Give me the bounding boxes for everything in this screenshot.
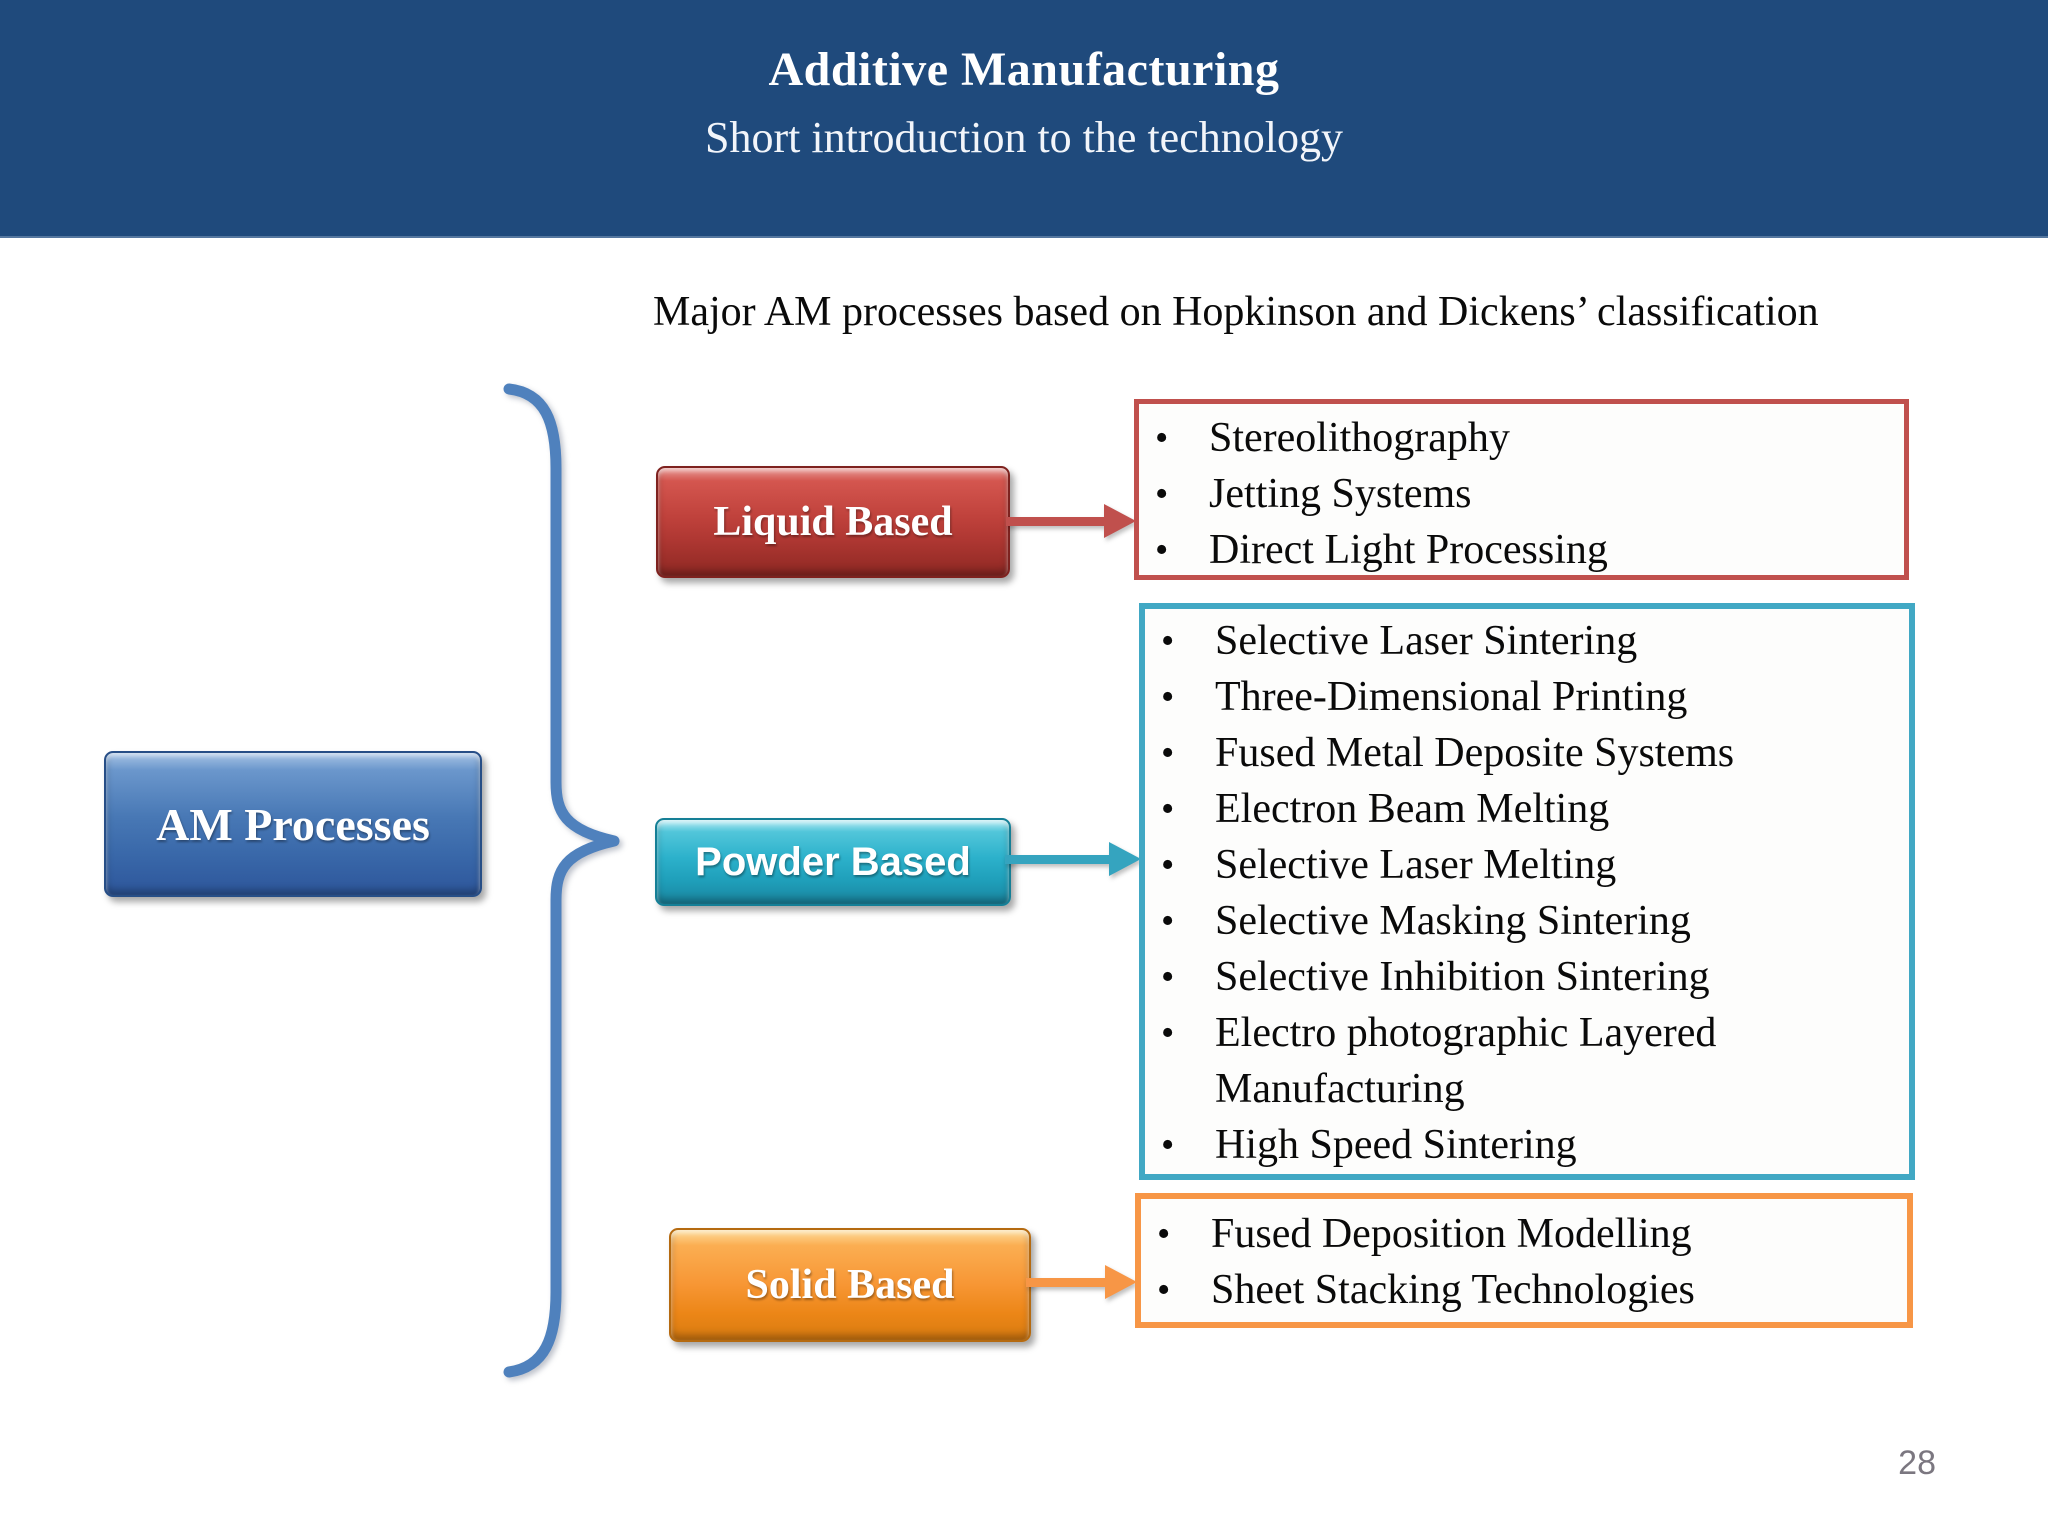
slide-header: Additive Manufacturing Short introductio… (0, 0, 2048, 238)
curly-brace-connector (503, 383, 620, 1378)
node-solid-based: Solid Based (669, 1228, 1031, 1342)
page-number: 28 (1898, 1444, 1936, 1482)
list-item: Fused Metal Deposite Systems (1145, 725, 1909, 781)
liquid-based-items-box: StereolithographyJetting SystemsDirect L… (1134, 399, 1909, 580)
arrow-head (1104, 504, 1136, 538)
powder-based-items-box: Selective Laser SinteringThree-Dimension… (1139, 603, 1915, 1180)
list-item: Direct Light Processing (1139, 522, 1904, 578)
node-powder-based: Powder Based (655, 818, 1011, 906)
list-item: High Speed Sintering (1145, 1117, 1909, 1173)
node-powder-based-label: Powder Based (695, 839, 971, 884)
arrow-head (1105, 1265, 1137, 1299)
list-item: Three-Dimensional Printing (1145, 669, 1909, 725)
list-item: Selective Laser Melting (1145, 837, 1909, 893)
list-item: Selective Masking Sintering (1145, 893, 1909, 949)
solid-based-items-box: Fused Deposition ModellingSheet Stacking… (1135, 1193, 1913, 1328)
node-solid-based-label: Solid Based (745, 1262, 955, 1308)
solid-arrow-icon (1026, 1265, 1137, 1299)
arrow-head (1109, 842, 1141, 876)
list-item: Jetting Systems (1139, 466, 1904, 522)
liquid-arrow-icon (1006, 504, 1136, 538)
node-am-processes: AM Processes (104, 751, 482, 897)
list-item: Sheet Stacking Technologies (1141, 1262, 1907, 1318)
slide-subtitle: Short introduction to the technology (705, 113, 1343, 162)
arrow-shaft (1006, 516, 1104, 526)
list-item: Selective Laser Sintering (1145, 613, 1909, 669)
node-liquid-based: Liquid Based (656, 466, 1010, 578)
node-liquid-based-label: Liquid Based (713, 499, 953, 545)
list-item: Electron Beam Melting (1145, 781, 1909, 837)
list-item: Fused Deposition Modelling (1141, 1206, 1907, 1262)
list-item: Electro photographic Layered Manufacturi… (1145, 1005, 1909, 1117)
powder-arrow-icon (1005, 842, 1141, 876)
list-item: Selective Inhibition Sintering (1145, 949, 1909, 1005)
slide-title: Additive Manufacturing (768, 43, 1280, 96)
node-am-processes-label: AM Processes (156, 798, 430, 850)
list-item: Stereolithography (1139, 410, 1904, 466)
arrow-shaft (1026, 1277, 1105, 1287)
diagram-caption: Major AM processes based on Hopkinson an… (653, 289, 1819, 335)
arrow-shaft (1005, 854, 1109, 864)
